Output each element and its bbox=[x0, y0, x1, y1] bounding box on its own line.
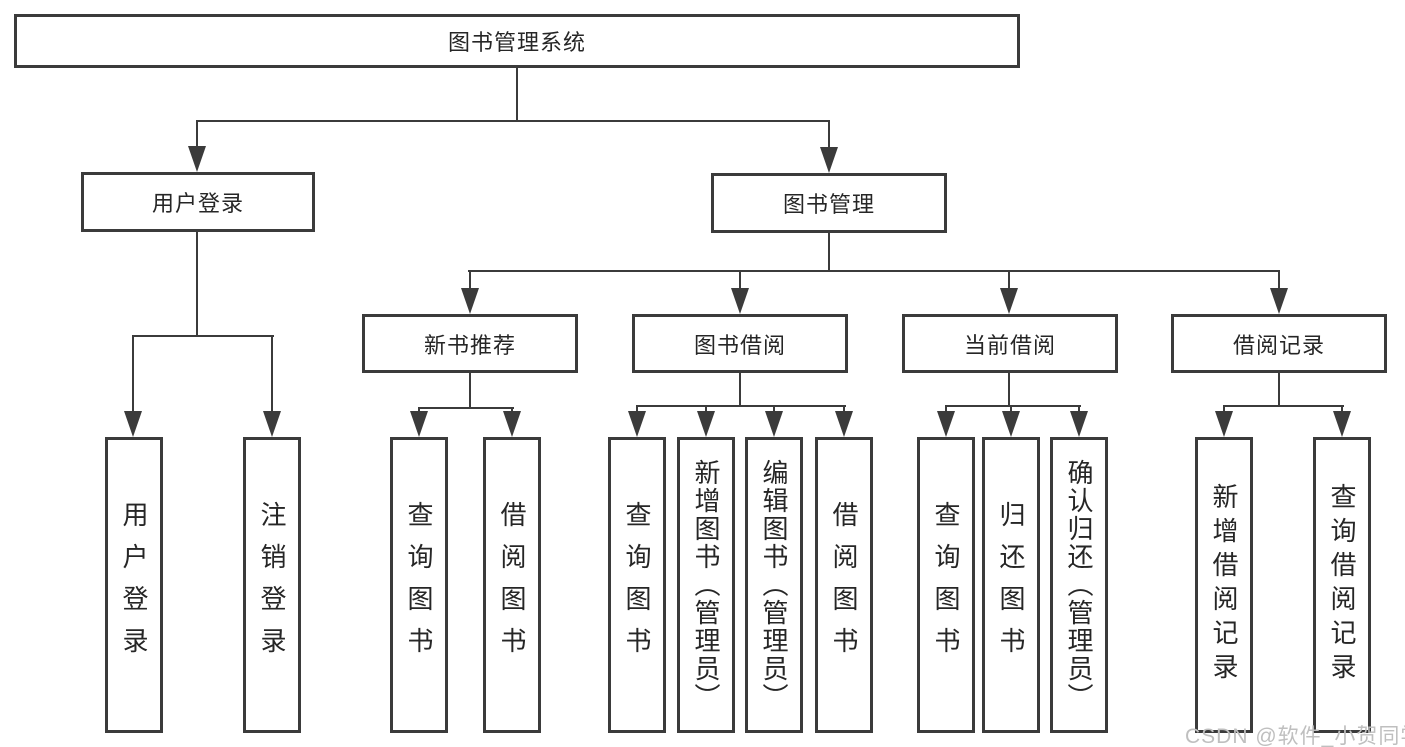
arrow-leaf-logout bbox=[263, 411, 281, 437]
leaf-return-books: 归还图书 bbox=[982, 437, 1040, 733]
connector-stem-bb-query bbox=[636, 407, 638, 412]
leaf-query-books-borrowing: 查询图书 bbox=[608, 437, 666, 733]
leaf-query-books-borrowing-label: 查询图书 bbox=[622, 501, 652, 669]
leaf-query-books-current: 查询图书 bbox=[917, 437, 975, 733]
connector-new-book-bus bbox=[418, 407, 514, 409]
arrow-book-borrowing bbox=[731, 288, 749, 314]
arrow-cb-query bbox=[937, 411, 955, 437]
connector-user-login-down bbox=[196, 232, 198, 337]
arrow-nb-borrow bbox=[503, 411, 521, 437]
leaf-return-books-label: 归还图书 bbox=[996, 501, 1026, 669]
leaf-add-borrow-record-label: 新增借阅记录 bbox=[1209, 483, 1239, 687]
connector-new-book-down bbox=[469, 373, 471, 409]
node-new-book-recommend-label: 新书推荐 bbox=[423, 332, 516, 358]
leaf-borrow-books-borrowing: 借阅图书 bbox=[815, 437, 873, 733]
leaf-add-books-admin: 新增图书（管理员） bbox=[677, 437, 735, 733]
connector-stem-bb-borrow bbox=[843, 407, 845, 412]
node-library-system-label: 图书管理系统 bbox=[447, 30, 586, 55]
connector-stem-br-query bbox=[1341, 407, 1343, 412]
leaf-query-books-recommend-label: 查询图书 bbox=[404, 501, 434, 669]
arrow-bb-edit bbox=[765, 411, 783, 437]
connector-stem-leaf-login bbox=[132, 337, 134, 411]
leaf-confirm-return-admin-label: 确认归还（管理员） bbox=[1064, 459, 1094, 711]
connector-book-management-down bbox=[828, 233, 830, 272]
connector-stem-leaf-logout bbox=[271, 337, 273, 411]
leaf-edit-books-admin-label: 编辑图书（管理员） bbox=[759, 459, 789, 711]
node-borrowing-records: 借阅记录 bbox=[1171, 314, 1387, 373]
node-book-borrowing-label: 图书借阅 bbox=[693, 332, 786, 358]
connector-root-down bbox=[516, 68, 518, 122]
node-current-borrowing: 当前借阅 bbox=[902, 314, 1118, 373]
connector-stem-cb-confirm bbox=[1078, 407, 1080, 412]
arrow-new-book bbox=[461, 288, 479, 314]
connector-stem-br-add bbox=[1223, 407, 1225, 412]
leaf-borrow-books-recommend: 借阅图书 bbox=[483, 437, 541, 733]
connector-borrowing-records-bus bbox=[1223, 405, 1344, 407]
node-current-borrowing-label: 当前借阅 bbox=[963, 332, 1056, 358]
leaf-user-login: 用户登录 bbox=[105, 437, 163, 733]
connector-stem-borrowing-records bbox=[1278, 272, 1280, 288]
arrow-bb-query bbox=[628, 411, 646, 437]
connector-level2-bus bbox=[196, 120, 830, 122]
leaf-logout-label: 注销登录 bbox=[257, 501, 287, 669]
connector-level3-bus bbox=[468, 270, 1280, 272]
node-user-login: 用户登录 bbox=[81, 172, 315, 232]
connector-stem-user-login bbox=[196, 122, 198, 146]
leaf-borrow-books-borrowing-label: 借阅图书 bbox=[829, 501, 859, 669]
node-book-borrowing: 图书借阅 bbox=[632, 314, 848, 373]
connector-borrowing-records-down bbox=[1278, 373, 1280, 407]
csdn-watermark: CSDN @软件_小贺同学 bbox=[1185, 725, 1405, 747]
leaf-add-books-admin-label: 新增图书（管理员） bbox=[691, 459, 721, 711]
arrow-bb-add bbox=[697, 411, 715, 437]
leaf-confirm-return-admin: 确认归还（管理员） bbox=[1050, 437, 1108, 733]
connector-stem-book-management bbox=[828, 122, 830, 147]
arrow-bb-borrow bbox=[835, 411, 853, 437]
arrow-cb-confirm bbox=[1070, 411, 1088, 437]
arrow-user-login bbox=[188, 146, 206, 172]
connector-book-borrowing-bus bbox=[636, 405, 846, 407]
connector-stem-bb-add bbox=[705, 407, 707, 412]
connector-user-login-bus bbox=[132, 335, 274, 337]
connector-stem-cb-query bbox=[945, 407, 947, 412]
connector-current-borrowing-down bbox=[1008, 373, 1010, 407]
leaf-user-login-label: 用户登录 bbox=[119, 501, 149, 669]
arrow-leaf-login bbox=[124, 411, 142, 437]
node-user-login-label: 用户登录 bbox=[151, 191, 244, 216]
leaf-query-books-current-label: 查询图书 bbox=[931, 501, 961, 669]
arrow-br-add bbox=[1215, 411, 1233, 437]
arrow-borrowing-records bbox=[1270, 288, 1288, 314]
connector-stem-new-book bbox=[469, 272, 471, 288]
node-book-management: 图书管理 bbox=[711, 173, 947, 233]
node-book-management-label: 图书管理 bbox=[782, 192, 875, 217]
leaf-query-borrow-record: 查询借阅记录 bbox=[1313, 437, 1371, 733]
connector-current-borrowing-bus bbox=[945, 405, 1081, 407]
arrow-book-management bbox=[820, 147, 838, 173]
connector-stem-bb-edit bbox=[773, 407, 775, 412]
leaf-query-borrow-record-label: 查询借阅记录 bbox=[1327, 483, 1357, 687]
connector-stem-cb-return bbox=[1010, 407, 1012, 412]
arrow-cb-return bbox=[1002, 411, 1020, 437]
connector-stem-nb-borrow bbox=[511, 408, 513, 412]
leaf-edit-books-admin: 编辑图书（管理员） bbox=[745, 437, 803, 733]
node-library-system: 图书管理系统 bbox=[14, 14, 1020, 68]
leaf-logout: 注销登录 bbox=[243, 437, 301, 733]
node-new-book-recommend: 新书推荐 bbox=[362, 314, 578, 373]
connector-stem-nb-query bbox=[418, 408, 420, 412]
leaf-query-books-recommend: 查询图书 bbox=[390, 437, 448, 733]
connector-stem-current-borrowing bbox=[1008, 272, 1010, 288]
arrow-nb-query bbox=[410, 411, 428, 437]
arrow-br-query bbox=[1333, 411, 1351, 437]
leaf-add-borrow-record: 新增借阅记录 bbox=[1195, 437, 1253, 733]
connector-stem-book-borrowing bbox=[739, 272, 741, 288]
connector-book-borrowing-down bbox=[739, 373, 741, 407]
arrow-current-borrowing bbox=[1000, 288, 1018, 314]
leaf-borrow-books-recommend-label: 借阅图书 bbox=[497, 501, 527, 669]
node-borrowing-records-label: 借阅记录 bbox=[1232, 332, 1325, 358]
